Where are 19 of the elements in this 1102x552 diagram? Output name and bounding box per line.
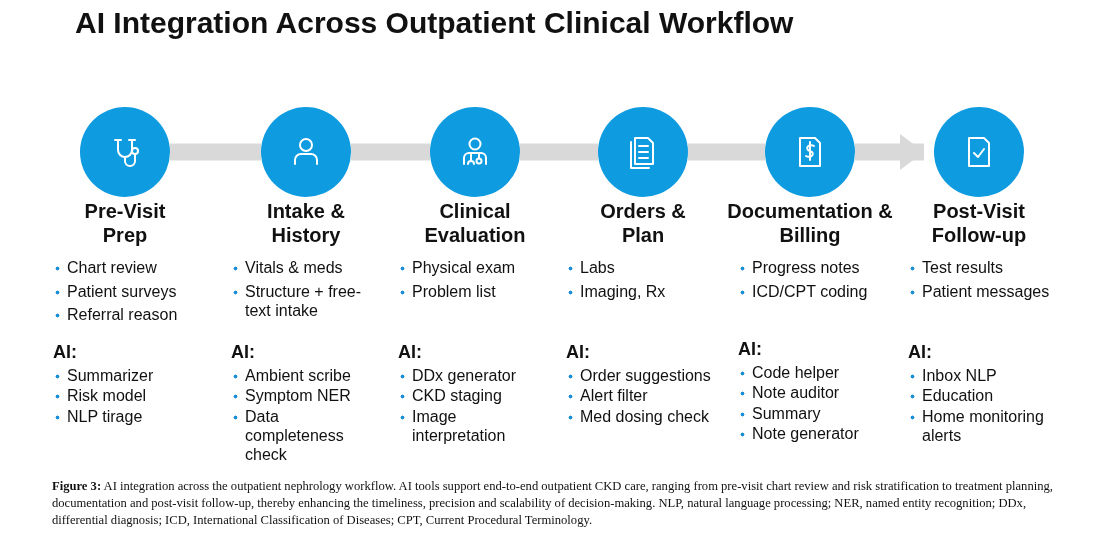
step-title: Orders & Plan	[599, 199, 687, 247]
step-title: Pre-Visit Prep	[83, 199, 167, 247]
connector-band	[351, 143, 430, 161]
ai-heading: AI:	[566, 342, 590, 363]
ai-heading: AI:	[738, 339, 762, 360]
step-title: Clinical Evaluation	[423, 199, 527, 247]
ai-heading: AI:	[231, 342, 255, 363]
ai-heading: AI:	[908, 342, 932, 363]
diagram-title: AI Integration Across Outpatient Clinical Workflow	[75, 6, 794, 40]
ai-heading: AI:	[398, 342, 422, 363]
figure-caption: Figure 3: AI integration across the outpatient nephrology workflow. AI tools support end-to-end outpatient CKD care, ranging from pre-visit chart review and risk stratification to treatment planning, documentation and post-visit follow-up, thereby enhancing the timeliness, precision and scalability of decision-making. NLP, natural language processing; NER, named entity recognition; DDx, differential diagnosis; ICD, International Classification of Diseases; CPT, Current Procedural Terminology.	[52, 478, 1054, 529]
connector-band	[520, 143, 598, 161]
arrow	[855, 134, 924, 170]
connector-band	[688, 143, 765, 161]
step-title: Post-Visit Follow-up	[930, 199, 1028, 247]
step-title: Intake & History	[266, 199, 346, 247]
step-title: Documentation & Billing	[726, 199, 894, 247]
ai-heading: AI:	[53, 342, 77, 363]
connector-band	[170, 143, 261, 161]
